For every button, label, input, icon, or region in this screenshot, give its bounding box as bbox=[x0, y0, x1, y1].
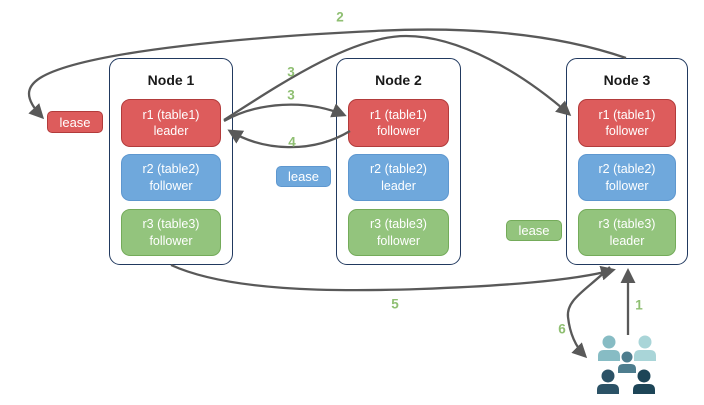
arrow-step6-node3-to-users bbox=[566, 266, 611, 359]
node2-range-r2: r2 (table2) leader bbox=[348, 154, 449, 201]
range-label: r1 (table1) bbox=[142, 107, 200, 122]
step-label-5: 5 bbox=[391, 296, 399, 312]
range-label: r3 (table3) bbox=[142, 217, 200, 232]
lease-badge-blue: lease bbox=[276, 166, 331, 187]
node2-range-r1: r1 (table1) follower bbox=[348, 99, 449, 147]
range-role: follower bbox=[376, 233, 421, 248]
range-role: follower bbox=[149, 178, 193, 193]
lease-badge-red: lease bbox=[47, 111, 103, 133]
node-2-title: Node 2 bbox=[375, 72, 422, 88]
users-icon bbox=[597, 335, 656, 394]
range-role: follower bbox=[376, 124, 421, 138]
node-1-box: Node 1 r1 (table1) leader r2 (table2) fo… bbox=[109, 58, 233, 265]
node3-range-r2: r2 (table2) follower bbox=[578, 154, 676, 201]
range-role: leader bbox=[381, 178, 416, 193]
step-label-2: 2 bbox=[336, 9, 344, 25]
step-label-4: 4 bbox=[288, 134, 296, 150]
range-label: r1 (table1) bbox=[370, 107, 427, 122]
node-2-box: Node 2 r1 (table1) follower r2 (table2) … bbox=[336, 58, 461, 265]
range-role: follower bbox=[605, 124, 649, 138]
node3-range-r3: r3 (table3) leader bbox=[578, 209, 676, 256]
step-label-1: 1 bbox=[635, 297, 643, 313]
node-1-title: Node 1 bbox=[147, 72, 195, 88]
node1-range-r1: r1 (table1) leader bbox=[121, 99, 221, 147]
step-label-3b: 3 bbox=[287, 87, 295, 103]
node1-range-r3: r3 (table3) follower bbox=[121, 209, 221, 256]
node1-range-r2: r2 (table2) follower bbox=[121, 154, 221, 201]
range-role: leader bbox=[609, 233, 645, 248]
range-label: r3 (table3) bbox=[598, 217, 656, 232]
range-label: r1 (table1) bbox=[598, 107, 656, 122]
node3-range-r1: r1 (table1) follower bbox=[578, 99, 676, 147]
step-label-3a: 3 bbox=[287, 64, 295, 80]
range-label: r2 (table2) bbox=[370, 162, 427, 177]
range-role: follower bbox=[605, 178, 649, 193]
range-role: follower bbox=[149, 233, 193, 248]
range-label: r3 (table3) bbox=[370, 217, 427, 232]
lease-badge-green: lease bbox=[506, 220, 562, 241]
arrow-step3-node1-to-node2 bbox=[223, 103, 347, 123]
node-3-box: Node 3 r1 (table1) follower r2 (table2) … bbox=[566, 58, 688, 265]
range-label: r2 (table2) bbox=[598, 162, 656, 177]
step-label-6: 6 bbox=[558, 321, 566, 337]
node-3-title: Node 3 bbox=[603, 72, 651, 88]
node2-range-r3: r3 (table3) follower bbox=[348, 209, 449, 256]
range-role: leader bbox=[153, 124, 189, 138]
range-label: r2 (table2) bbox=[142, 162, 200, 177]
arrow-step5-node1-to-node3 bbox=[170, 263, 616, 292]
